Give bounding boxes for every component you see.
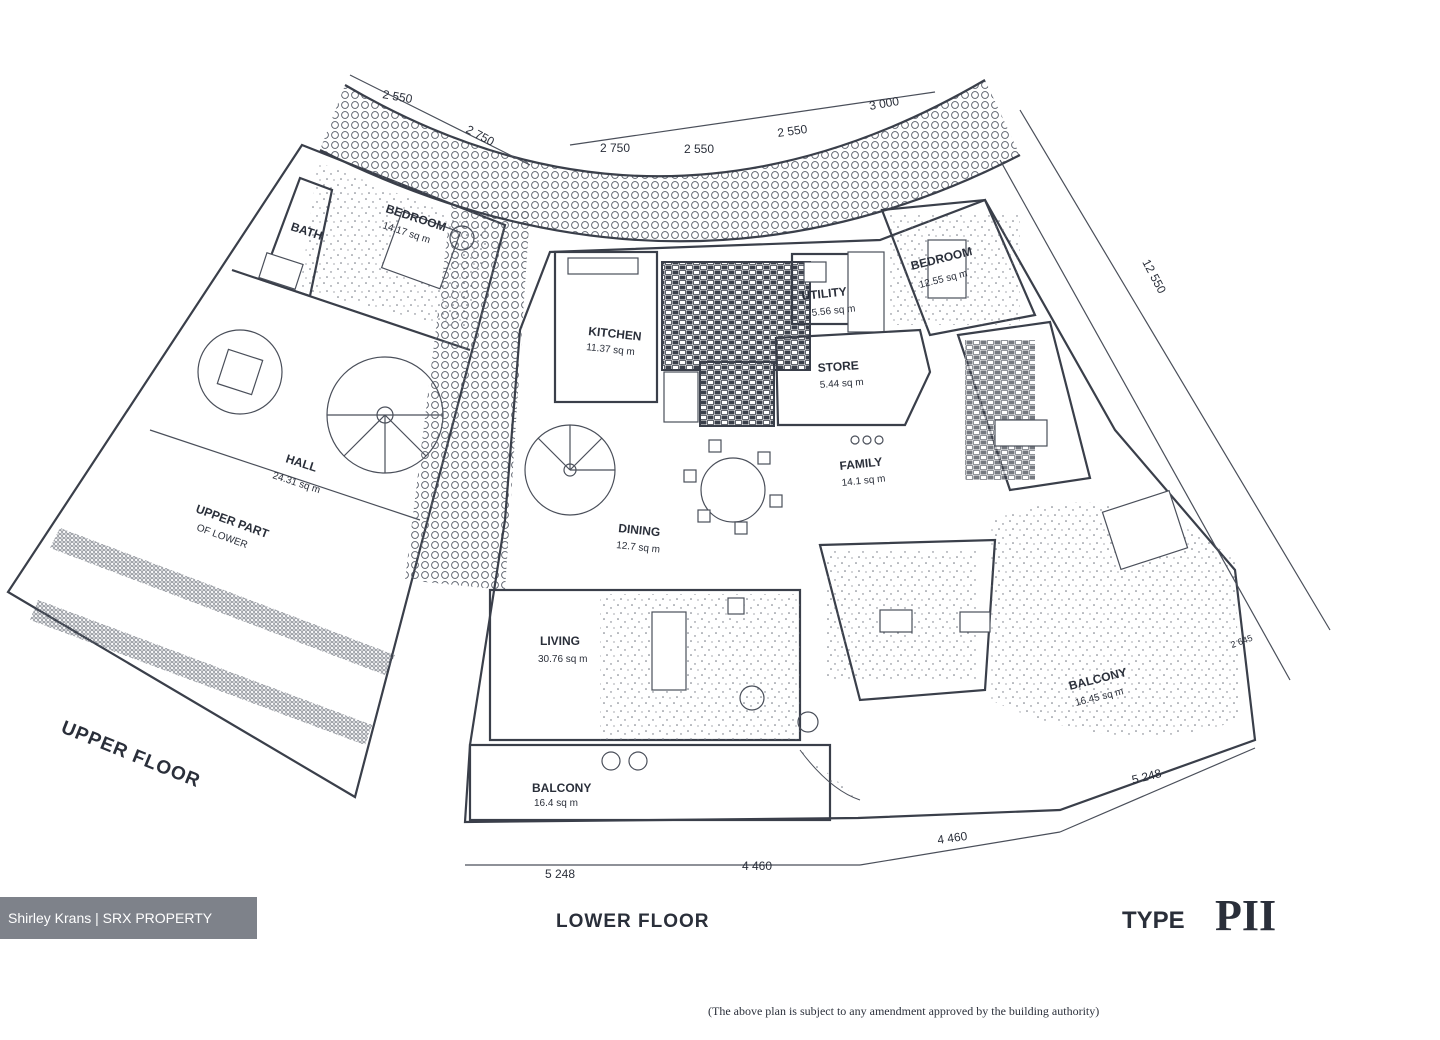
area-balcony-1: 16.4 sq m [534,798,578,809]
washer [663,371,699,423]
area-dining: 12.7 sq m [616,540,661,556]
utility-bed [847,251,885,333]
dimension-lines [349,74,1256,866]
pebble-terrace-top [320,80,1020,242]
balcony-2-bed [1101,489,1189,571]
gravel-strip-2 [30,600,372,745]
balcony-chair [601,751,621,771]
kitchen-counter [567,257,639,275]
dining-chair [683,469,697,483]
balcony-1-walls [468,743,832,822]
dim-top-3: 2 550 [776,122,808,140]
bathtub-lower [994,419,1048,447]
area-utility: 5.56 sq m [811,303,856,319]
dim-line-right [1019,109,1331,631]
dining-chair [734,521,748,535]
label-living: LIVING [540,634,580,648]
upper-floor-label: UPPER FLOOR [58,717,203,792]
upper-floor-plan [6,143,530,799]
disclaimer-note: (The above plan is subject to any amendm… [708,1004,1100,1018]
hall-table-top [216,348,264,396]
label-utility: UTILITY [801,284,848,303]
dining-chair [697,509,711,523]
dim-bottom-3: 4 460 [936,829,968,847]
upper-partition-1 [231,268,471,352]
lower-floor-label: LOWER FLOOR [556,911,709,932]
dim-bottom-2: 4 460 [742,859,772,873]
utility-sink [803,261,827,283]
dining-chair [708,439,722,453]
area-family: 14.1 sq m [841,473,886,489]
area-store: 5.44 sq m [819,377,864,391]
balcony-2-floor [990,502,1240,736]
watermark-badge: Shirley Krans | SRX PROPERTY [0,897,257,939]
dim-top-left-a: 2 550 [381,87,413,106]
dining-table [700,457,766,523]
dining-chair [757,451,771,465]
label-dining: DINING [618,521,661,539]
wc-tile [699,361,775,427]
balcony-chair [628,751,648,771]
label-balcony-1: BALCONY [532,781,591,795]
terrace-outer-edge [344,79,986,178]
hall-round-table [197,329,283,415]
type-word: TYPE [1122,907,1185,934]
dim-top-1: 2 750 [600,141,630,155]
label-kitchen: KITCHEN [588,324,643,343]
dining-chair [769,494,783,508]
living-armchair [739,685,765,711]
terrace-inner-edge [319,149,1021,243]
dim-bottom-1: 5 248 [545,867,575,881]
area-living: 30.76 sq m [538,654,587,665]
dim-side-right: 12 550 [1139,257,1169,296]
lower-floor-plan [319,79,1331,824]
bathtub-upper [258,252,304,290]
living-plant [797,711,819,733]
upper-void-edge [149,429,421,521]
lower-bath-tile [965,340,1035,480]
store-walls [774,328,932,427]
label-store: STORE [817,358,859,375]
balcony-planting [799,749,861,801]
lower-bed [927,239,967,299]
pebble-walkway-upper [405,198,530,590]
living-sofa [651,611,687,691]
label-family: FAMILY [839,455,883,473]
label-hall: HALL [284,452,319,475]
wet-kitchen-tile [661,261,811,371]
dim-top-2: 2 550 [684,142,714,156]
gravel-strip-1 [50,528,395,675]
type-code: PII [1215,891,1276,940]
area-kitchen: 11.37 sq m [586,342,636,358]
living-floor [600,594,800,740]
dim-top-4: 3 000 [868,94,900,113]
kitchen-walls [553,250,659,404]
dim-bottom-4: 5 248 [1130,766,1163,787]
